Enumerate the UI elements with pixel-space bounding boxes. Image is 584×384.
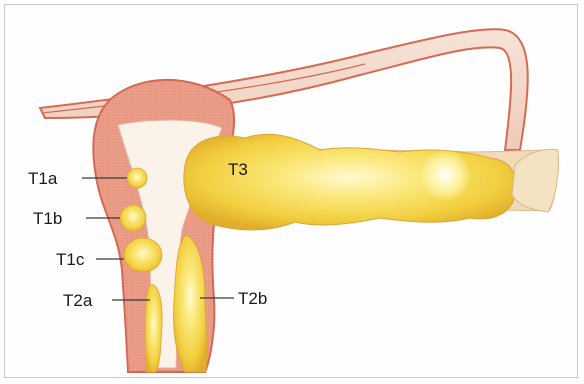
label-t2b: T2b — [238, 289, 267, 308]
label-t1b: T1b — [33, 209, 62, 228]
tumor-t1b — [120, 205, 146, 231]
tumor-t1c — [124, 238, 162, 272]
label-t1a: T1a — [28, 169, 58, 188]
label-t3: T3 — [228, 160, 248, 179]
uterus-body — [93, 80, 234, 372]
tumor-t2a — [145, 285, 162, 372]
tumor-t3 — [184, 134, 559, 230]
tumor-t1a — [127, 168, 147, 188]
label-t2a: T2a — [63, 291, 93, 310]
label-t1c: T1c — [56, 250, 85, 269]
